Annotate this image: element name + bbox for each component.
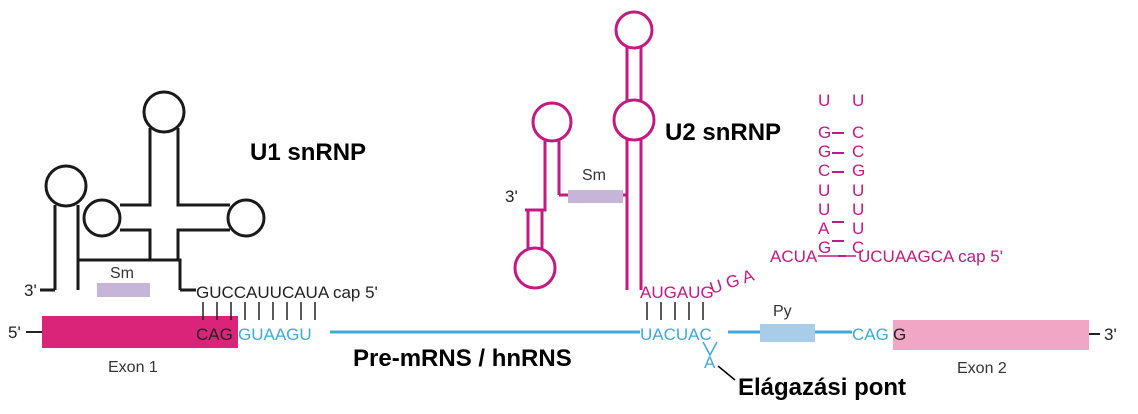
hairpin-loop-right: U — [852, 91, 864, 110]
branch-adenosine: A — [704, 353, 716, 372]
cag-3ss: CAG — [852, 325, 889, 344]
exon1-box — [42, 316, 238, 348]
u2-gap-sequence: U G A — [707, 266, 757, 298]
hairpin-loop-left: U — [818, 91, 830, 110]
hairpin_left_strand-base: U — [818, 181, 830, 200]
branch-bulge — [702, 341, 718, 357]
hairpin_right_strand-base: U — [852, 181, 864, 200]
u1-three-prime-label: 3' — [24, 281, 37, 300]
branch-point-label: Elágazási pont — [738, 374, 906, 401]
py-box — [760, 324, 815, 342]
u2-pair-sequence: AUGAUG — [640, 283, 714, 302]
hairpin_right_strand-base: G — [852, 161, 865, 180]
hairpin_right_strand-base: U — [852, 219, 864, 238]
u1-snrna-structure — [40, 90, 266, 292]
u2-right-tail: UCUAAGCA cap 5' — [858, 247, 1003, 266]
u2-snrna-structure — [513, 10, 656, 290]
hairpin_left_strand-base: G — [818, 238, 831, 257]
hairpin_left_strand-base: G — [818, 142, 831, 161]
premrna-title: Pre-mRNS / hnRNS — [353, 345, 572, 372]
three-prime-label: 3' — [1104, 325, 1117, 344]
py-label: Py — [773, 303, 792, 320]
hairpin_right_strand-base: C — [852, 238, 864, 257]
hairpin_right_strand-base: U — [852, 200, 864, 219]
hairpin_right_strand-base: C — [852, 123, 864, 142]
u2-hairpin-bonds — [832, 132, 846, 257]
exon1-cag: CAG — [196, 325, 233, 344]
exon2-box — [893, 320, 1089, 350]
hairpin_left_strand-base: U — [818, 200, 830, 219]
branch-pointer — [717, 365, 736, 381]
u1-strand-sequence: GUCCAUUCAUA cap 5' — [196, 283, 378, 302]
u2-sm-box — [568, 190, 623, 203]
u2-three-prime-label: 3' — [505, 187, 518, 206]
u2-basepair-ticks — [646, 302, 704, 320]
u1-title: U1 snRNP — [250, 139, 366, 166]
hairpin_left_strand-base: A — [818, 219, 830, 238]
five-prime-label: 5' — [8, 323, 21, 342]
u2-title: U2 snRNP — [665, 119, 781, 146]
hairpin_left_strand-base: G — [818, 123, 831, 142]
exon1-label: Exon 1 — [108, 359, 158, 376]
hairpin_left_strand-base: C — [818, 161, 830, 180]
exon2-g: G — [893, 325, 906, 344]
intron-5ss-sequence: GUAAGU — [238, 325, 312, 344]
u2-left-tail: ACUA — [770, 247, 818, 266]
branch-sequence: UACUAC — [640, 325, 712, 344]
u1-sm-label: Sm — [110, 265, 134, 282]
exon2-label: Exon 2 — [957, 360, 1007, 377]
u2-sm-label: Sm — [582, 167, 606, 184]
u1-basepair-ticks — [202, 302, 316, 320]
u1-sm-box — [97, 283, 150, 297]
hairpin_right_strand-base: C — [852, 142, 864, 161]
